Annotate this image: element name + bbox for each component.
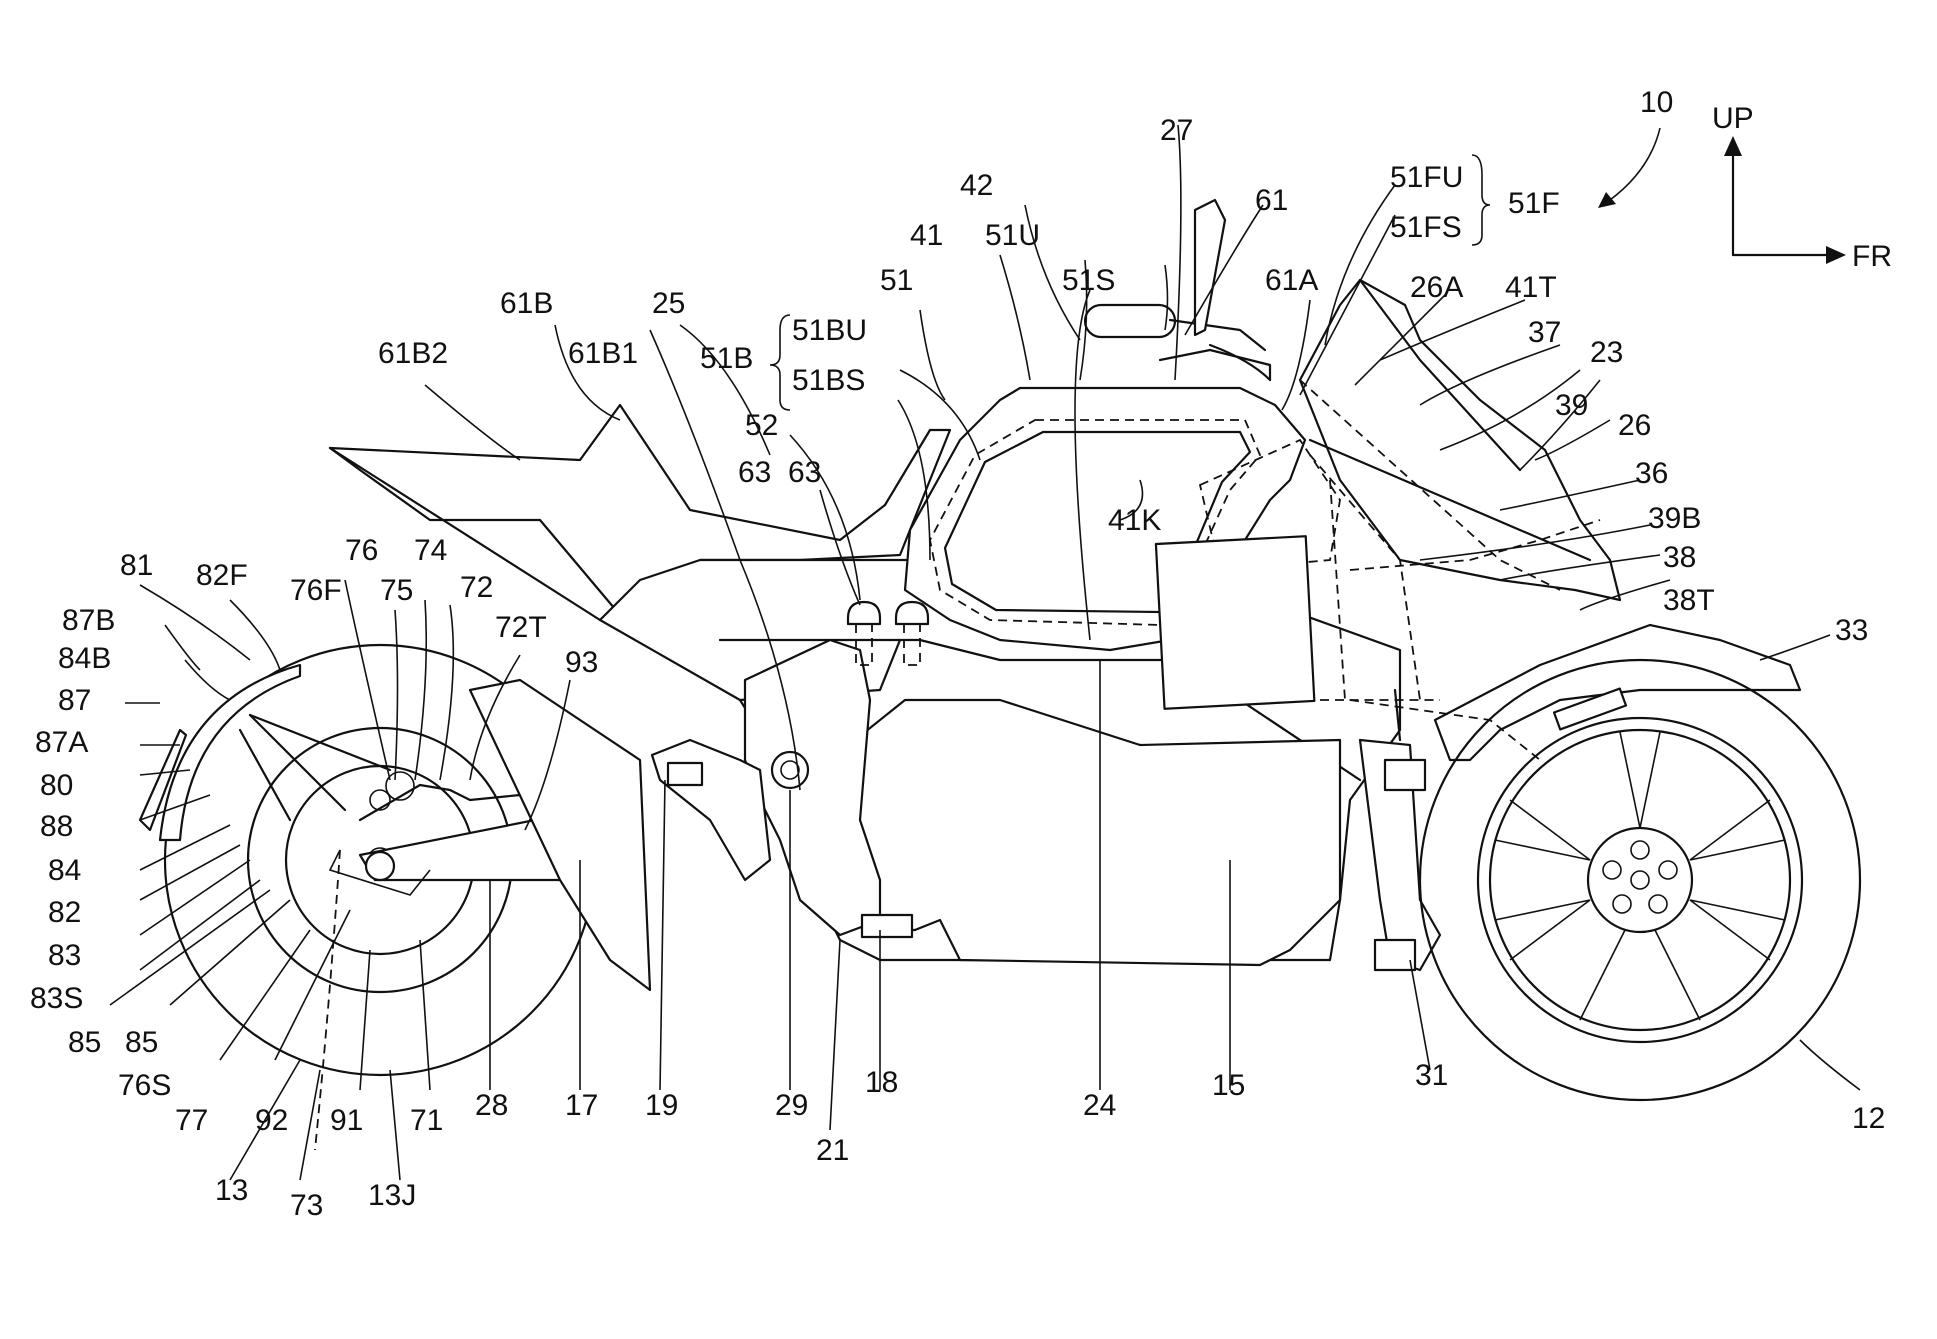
label-39B: 39B (1648, 502, 1701, 535)
front-suspension (1358, 688, 1442, 972)
label-24: 24 (1083, 1089, 1116, 1122)
label-52: 52 (745, 409, 778, 442)
label-87A: 87A (35, 726, 88, 759)
front-wheel (1418, 658, 1862, 1102)
label-72: 72 (460, 571, 493, 604)
leader-lines (109, 124, 1861, 1181)
label-18: 18 (865, 1066, 898, 1099)
label-41T: 41T (1505, 271, 1557, 304)
label-51BU: 51BU (792, 314, 867, 347)
vehicle-ref-label: 10 (1640, 86, 1673, 119)
label-19: 19 (645, 1089, 678, 1122)
label-51U: 51U (985, 219, 1040, 252)
label-75: 75 (380, 574, 413, 607)
label-61B: 61B (500, 287, 553, 320)
label-51BS: 51BS (792, 364, 865, 397)
label-82: 82 (48, 896, 81, 929)
label-61: 61 (1255, 184, 1288, 217)
label-13: 13 (215, 1174, 248, 1207)
label-83S: 83S (30, 982, 83, 1015)
label-76F: 76F (290, 574, 342, 607)
label-74: 74 (414, 534, 447, 567)
label-39: 39 (1555, 389, 1588, 422)
label-12: 12 (1852, 1102, 1885, 1135)
label-87: 87 (58, 684, 91, 717)
label-85a: 85 (68, 1026, 101, 1059)
label-51F: 51F (1508, 187, 1560, 220)
rear-cover (468, 678, 652, 992)
front-cowl (1298, 278, 1622, 602)
label-76: 76 (345, 534, 378, 567)
label-23: 23 (1590, 336, 1623, 369)
label-63b: 63 (788, 456, 821, 489)
label-73: 73 (290, 1189, 323, 1222)
label-76S: 76S (118, 1069, 171, 1102)
label-51S: 51S (1062, 264, 1115, 297)
label-37: 37 (1528, 316, 1561, 349)
label-25: 25 (652, 287, 685, 320)
label-84: 84 (48, 854, 81, 887)
direction-front-label: FR (1852, 240, 1892, 273)
label-29: 29 (775, 1089, 808, 1122)
rear-fender (138, 663, 392, 842)
label-82F: 82F (196, 559, 248, 592)
label-33: 33 (1835, 614, 1868, 647)
label-81: 81 (120, 549, 153, 582)
label-17: 17 (565, 1089, 598, 1122)
label-77: 77 (175, 1104, 208, 1137)
label-41: 41 (910, 219, 943, 252)
handlebar (1083, 198, 1272, 382)
label-15: 15 (1212, 1069, 1245, 1102)
label-21: 21 (816, 1134, 849, 1167)
label-61B2: 61B2 (378, 337, 448, 370)
label-36: 36 (1635, 457, 1668, 490)
label-93: 93 (565, 646, 598, 679)
label-51FU: 51FU (1390, 161, 1463, 194)
label-38: 38 (1663, 541, 1696, 574)
label-51: 51 (880, 264, 913, 297)
label-85b: 85 (125, 1026, 158, 1059)
front-fender (1433, 623, 1802, 762)
label-87B: 87B (62, 604, 115, 637)
internal-parts-dashed (1154, 379, 1601, 761)
label-91: 91 (330, 1104, 363, 1137)
label-92: 92 (255, 1104, 288, 1137)
label-13J: 13J (368, 1179, 416, 1212)
label-61B1: 61B1 (568, 337, 638, 370)
label-28: 28 (475, 1089, 508, 1122)
label-51B: 51B (700, 342, 753, 375)
label-63a: 63 (738, 456, 771, 489)
vehicle-reference: 10 (1598, 86, 1673, 208)
direction-indicator: UP FR (1712, 102, 1892, 273)
label-72T: 72T (495, 611, 547, 644)
label-27: 27 (1160, 114, 1193, 147)
label-31: 31 (1415, 1059, 1448, 1092)
label-80: 80 (40, 769, 73, 802)
label-71: 71 (410, 1104, 443, 1137)
label-38T: 38T (1663, 584, 1715, 617)
bracket (650, 738, 772, 882)
label-88: 88 (40, 810, 73, 843)
label-26A: 26A (1410, 271, 1463, 304)
label-84B: 84B (58, 642, 111, 675)
bolts (846, 600, 930, 666)
label-41K: 41K (1108, 504, 1161, 537)
direction-up-label: UP (1712, 102, 1754, 135)
label-26: 26 (1618, 409, 1651, 442)
label-51FS: 51FS (1390, 211, 1462, 244)
label-42: 42 (960, 169, 993, 202)
group-braces (769, 154, 1491, 411)
reference-labels: 27 61 51FU 51FS 51F 42 41 51U 51 51S 61A… (30, 114, 1885, 1222)
label-61A: 61A (1265, 264, 1318, 297)
label-83: 83 (48, 939, 81, 972)
